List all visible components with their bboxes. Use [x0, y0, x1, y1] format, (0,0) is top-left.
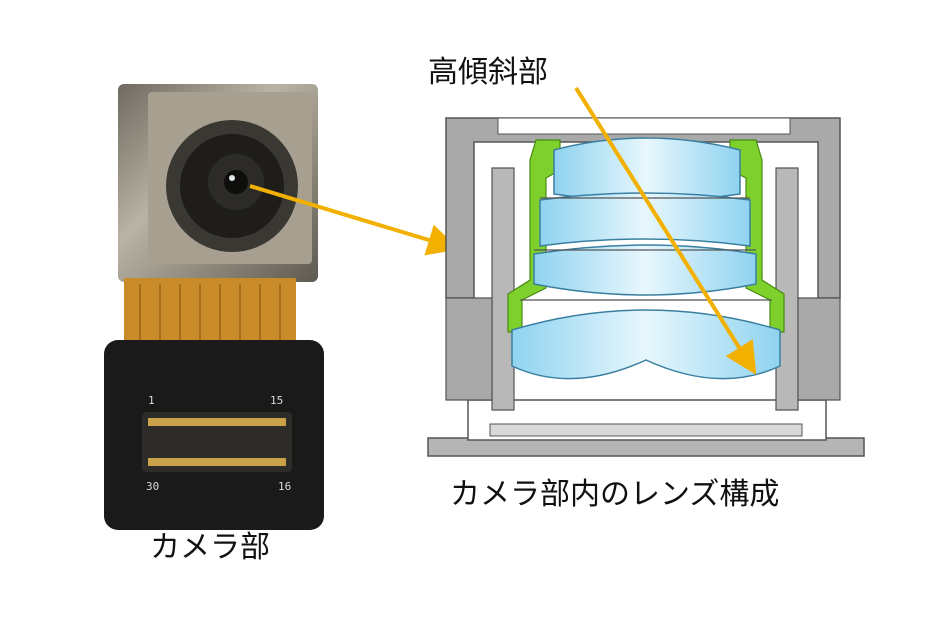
lens-configuration-caption: カメラ部内のレンズ構成: [450, 477, 780, 512]
high-slope-label: 高傾斜部: [428, 55, 548, 90]
flex-cable: [124, 278, 296, 348]
lens-element-4: [511, 309, 781, 380]
connector-header: [142, 412, 292, 472]
svg-text:16: 16: [278, 480, 291, 493]
camera-caption: カメラ部: [150, 530, 270, 565]
lens-cross-section: [427, 117, 865, 457]
lens-element-1: [553, 137, 741, 202]
lens-highlight: [229, 175, 235, 181]
lens-element-2: [539, 192, 751, 247]
connector-pins: [148, 418, 286, 466]
svg-text:15: 15: [270, 394, 283, 407]
svg-text:30: 30: [146, 480, 159, 493]
lens-element-3: [533, 244, 757, 296]
lens-glass: [224, 170, 248, 194]
svg-text:1: 1: [148, 394, 155, 407]
pointer-arrow-lens: [249, 184, 460, 256]
camera-module-photo: 1 15 30 16: [104, 84, 324, 530]
lower-housing: [445, 297, 841, 401]
sensor: [489, 423, 803, 437]
pin-numbers: 1 15 30 16: [146, 394, 291, 493]
flex-cable-traces: [139, 284, 281, 344]
housing-top-inner: [497, 117, 791, 135]
pointer-arrow-slope: [574, 86, 757, 375]
